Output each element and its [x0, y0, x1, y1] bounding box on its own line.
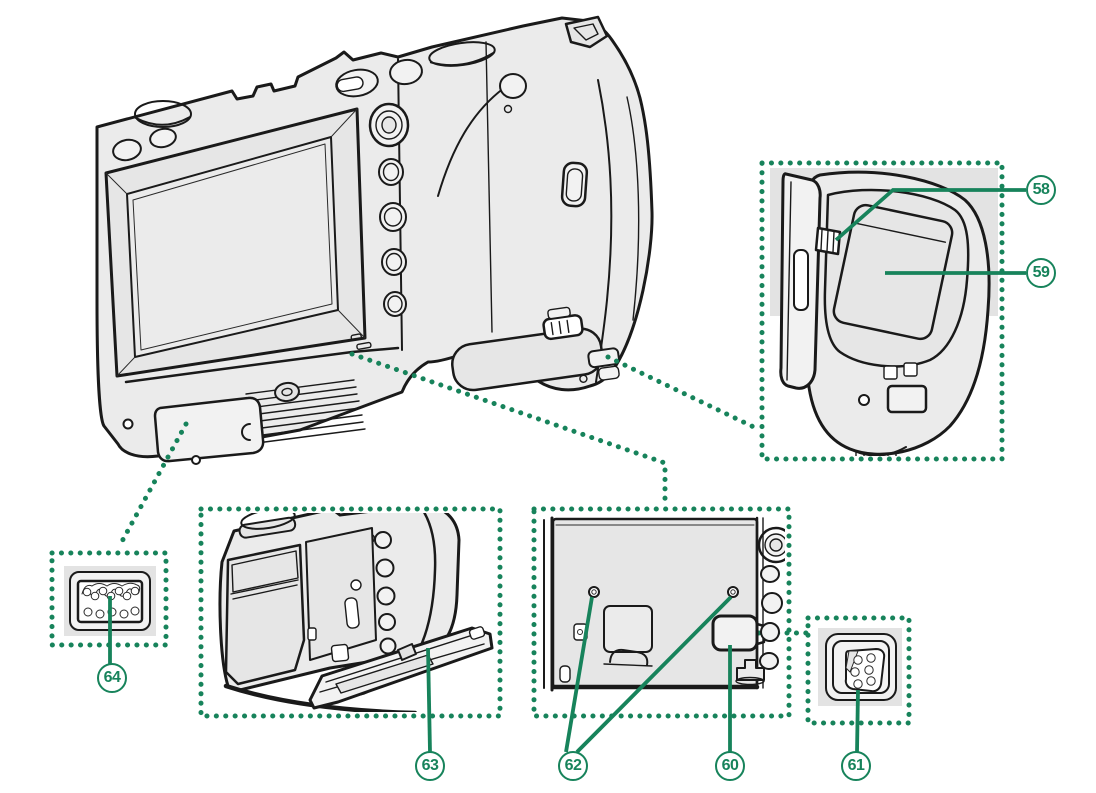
rear-buttons-small — [374, 531, 397, 655]
callout-62-leader-left — [564, 596, 594, 753]
bottom-screw-2 — [191, 455, 201, 465]
battery-latch — [814, 226, 842, 256]
thumb-grip-contour — [437, 87, 505, 197]
callout-64: 64 — [97, 663, 127, 693]
port-cover — [560, 161, 589, 208]
indicator-dot — [503, 104, 513, 114]
rear-buttons — [378, 158, 407, 317]
lcd-monitor — [104, 107, 367, 378]
detail-box-connector — [805, 615, 912, 753]
callout-60: 60 — [715, 751, 745, 781]
top-left-button-2 — [149, 127, 177, 149]
callout-58-leader — [834, 188, 1026, 242]
hinge-foot — [735, 659, 765, 686]
mount-screw-right — [727, 586, 739, 598]
callout-62-leader-right — [575, 595, 733, 754]
tilting-monitor-open — [308, 626, 494, 710]
top-command-dial — [428, 41, 496, 67]
detail-box-open-monitor — [198, 506, 503, 753]
speaker-grille — [245, 379, 366, 444]
focus-joystick — [368, 102, 410, 148]
callout-63-leader — [426, 647, 432, 753]
callout-63: 63 — [415, 751, 445, 781]
callout-63-label: 63 — [421, 757, 439, 774]
leader-to-box-64 — [117, 421, 189, 548]
callout-60-label: 60 — [721, 757, 739, 774]
callout-62-label: 62 — [564, 757, 582, 774]
detail-box-rear-panel-border — [531, 506, 792, 719]
tripod-socket — [274, 381, 300, 403]
callout-59-label: 59 — [1032, 264, 1050, 281]
leader-to-box-58-59 — [605, 354, 763, 433]
detail-box-monitor-border — [198, 506, 503, 719]
detail-box-battery-chamber — [759, 160, 1026, 462]
shoulder-button — [499, 73, 527, 99]
dial-top — [238, 513, 297, 539]
callout-58-label: 58 — [1032, 181, 1050, 198]
callout-61: 61 — [841, 751, 871, 781]
leader-to-box-62-60 — [349, 351, 668, 508]
rear-command-dial-left — [134, 100, 192, 128]
bottom-connector-cover — [153, 396, 265, 463]
callout-61-label: 61 — [847, 757, 865, 774]
connector-pins — [844, 648, 886, 693]
detail-box-rear-panel — [531, 506, 792, 754]
callout-62: 62 — [558, 751, 588, 781]
detail-box-battery-border — [759, 160, 1005, 462]
callout-61-leader — [855, 689, 860, 753]
battery-chamber-opening — [823, 188, 970, 368]
rear-dial-detail — [757, 526, 785, 564]
speaker-icon — [350, 333, 372, 350]
detail-box-connector-border — [805, 615, 912, 726]
mount-screw-left — [588, 586, 600, 598]
battery-door — [451, 306, 621, 392]
callout-59: 59 — [1026, 258, 1056, 288]
top-left-button-1 — [112, 138, 142, 162]
battery — [832, 203, 954, 341]
main-camera-illustration — [95, 15, 654, 465]
detail-box-contacts — [49, 550, 169, 664]
callout-64-label: 64 — [103, 669, 121, 686]
callout-58: 58 — [1026, 175, 1056, 205]
top-dial-small — [389, 58, 423, 86]
side-terminal-doors — [224, 543, 306, 686]
strap-lug — [564, 15, 609, 49]
top-switch — [335, 68, 379, 98]
bottom-screw-1 — [122, 418, 134, 430]
